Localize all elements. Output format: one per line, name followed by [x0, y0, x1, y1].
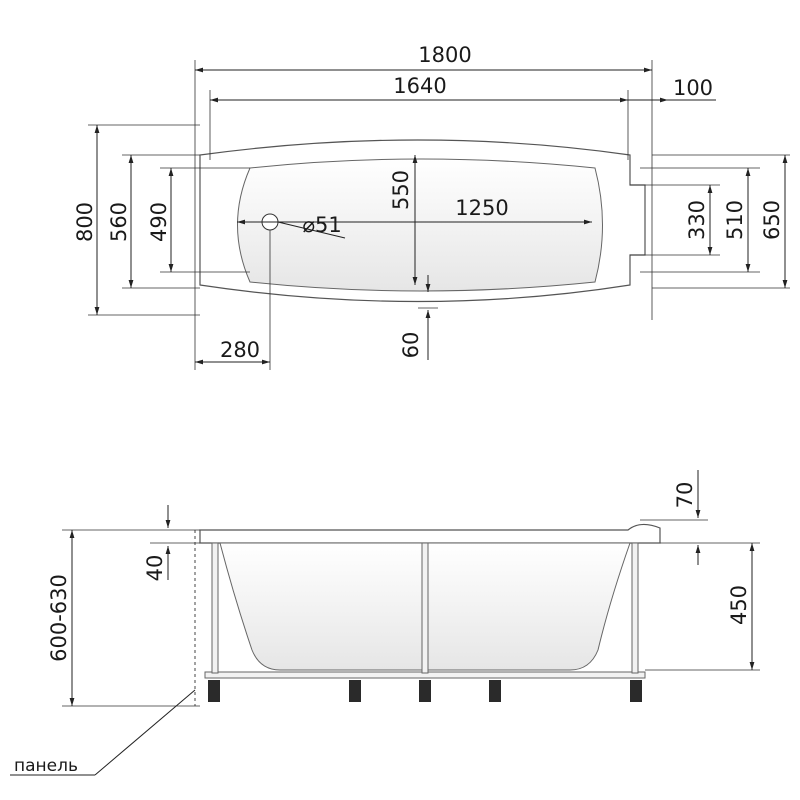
frame-leg-left	[211, 542, 219, 674]
dim-70: 70	[673, 482, 697, 509]
dim-280: 280	[220, 338, 260, 362]
tub-inner-basin	[237, 158, 603, 292]
tub-rim-side	[199, 523, 661, 544]
dim-800: 800	[73, 202, 97, 242]
dim-100: 100	[673, 76, 713, 100]
top-view: 1800 1640 100 800 560 490 550 1250 ⌀51 2…	[73, 43, 790, 370]
dim-600-630: 600-630	[47, 574, 71, 662]
dim-490: 490	[147, 202, 171, 242]
dim-1800: 1800	[418, 43, 471, 67]
panel-leader	[94, 689, 196, 776]
side-view: 600-630 40 70 450 панель	[10, 470, 760, 776]
dim-560: 560	[107, 202, 131, 242]
dim-450: 450	[727, 585, 751, 625]
dim-40: 40	[143, 555, 167, 582]
frame-leg-center	[421, 542, 429, 674]
dim-60: 60	[399, 332, 423, 359]
dim-510: 510	[723, 200, 747, 240]
dim-330: 330	[685, 200, 709, 240]
dim-550: 550	[389, 170, 413, 210]
dim-1640: 1640	[393, 74, 446, 98]
label-panel: панель	[14, 756, 78, 776]
feet	[208, 680, 642, 702]
dim-1250: 1250	[455, 196, 508, 220]
frame-leg-right	[631, 542, 639, 674]
dim-650: 650	[760, 200, 784, 240]
dim-drain-diameter: ⌀51	[302, 213, 341, 237]
